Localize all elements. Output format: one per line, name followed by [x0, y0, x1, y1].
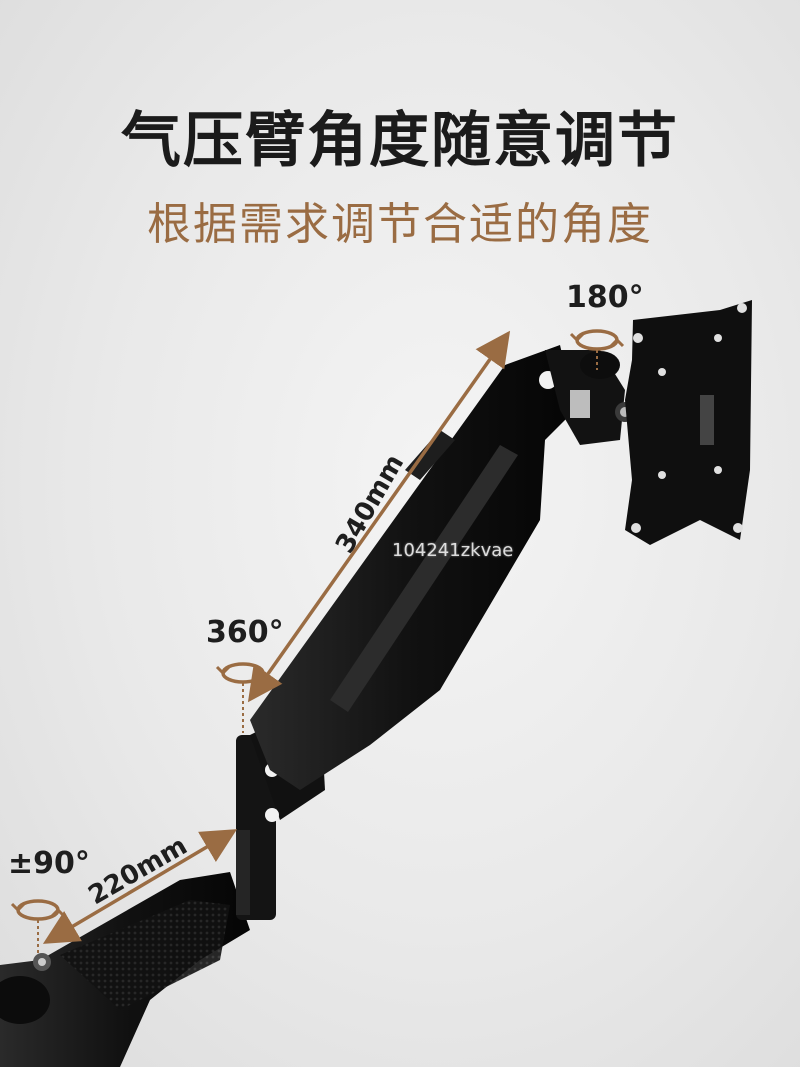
watermark: 104241zkvae — [392, 540, 514, 561]
headline: 气压臂角度随意调节 — [121, 106, 679, 176]
vesa-mount-plate — [625, 300, 752, 545]
upper-arm — [250, 345, 575, 790]
middle-rotation-label: 360° — [206, 615, 284, 650]
top-rotation-icon — [569, 329, 625, 370]
middle-rotation-icon — [215, 662, 271, 733]
base-rotation-icon — [10, 899, 66, 955]
subheadline: 根据需求调节合适的角度 — [147, 199, 653, 250]
tilt-head — [545, 350, 635, 445]
base-rotation-label: ±90° — [8, 846, 90, 881]
top-rotation-label: 180° — [566, 280, 644, 315]
